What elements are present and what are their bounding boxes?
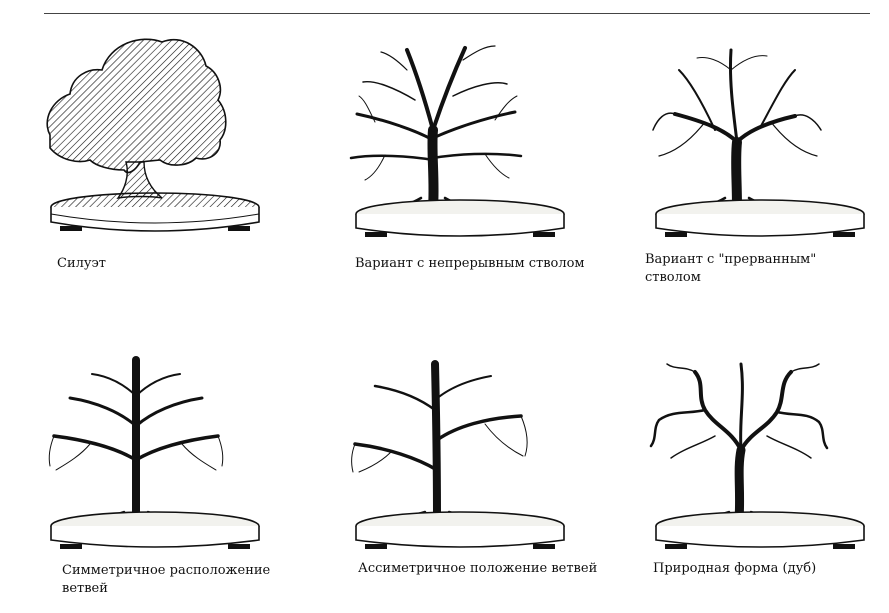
figure-caption: Природная форма (дуб): [653, 561, 817, 576]
natural-oak-tree-drawing: [649, 362, 865, 549]
silhouette-tree-drawing: [46, 38, 260, 232]
silhouette-crown-shape: [46, 38, 227, 174]
figure-continuous-trunk: Вариант с непрерывным стволом: [345, 30, 585, 271]
top-divider: [44, 13, 870, 14]
figure-caption: Ассиметричное положение ветвей: [358, 561, 598, 576]
figure-caption-line-2: ветвей: [62, 581, 108, 596]
figure-asymmetric-branches: Ассиметричное положение ветвей: [345, 340, 605, 600]
symmetric-branches-tree-drawing: [48, 356, 260, 549]
figure-natural-oak: Природная форма (дуб): [645, 340, 885, 600]
figure-symmetric-branches: Симметричное расположение ветвей: [40, 340, 300, 610]
continuous-trunk-tree-drawing: [349, 45, 565, 237]
figure-caption-line-1: Симметричное расположение: [62, 563, 271, 578]
figure-caption-line-1: Вариант с "прерванным": [645, 252, 817, 267]
figure-interrupted-trunk: Вариант с "прерванным" стволом: [645, 30, 885, 290]
figure-caption: Силуэт: [57, 256, 106, 271]
figure-silhouette: Силуэт: [40, 30, 280, 271]
interrupted-trunk-tree-drawing: [652, 48, 865, 237]
figure-caption: Вариант с непрерывным стволом: [355, 256, 585, 271]
figure-caption-line-2: стволом: [645, 270, 701, 285]
asymmetric-branches-tree-drawing: [351, 360, 565, 549]
